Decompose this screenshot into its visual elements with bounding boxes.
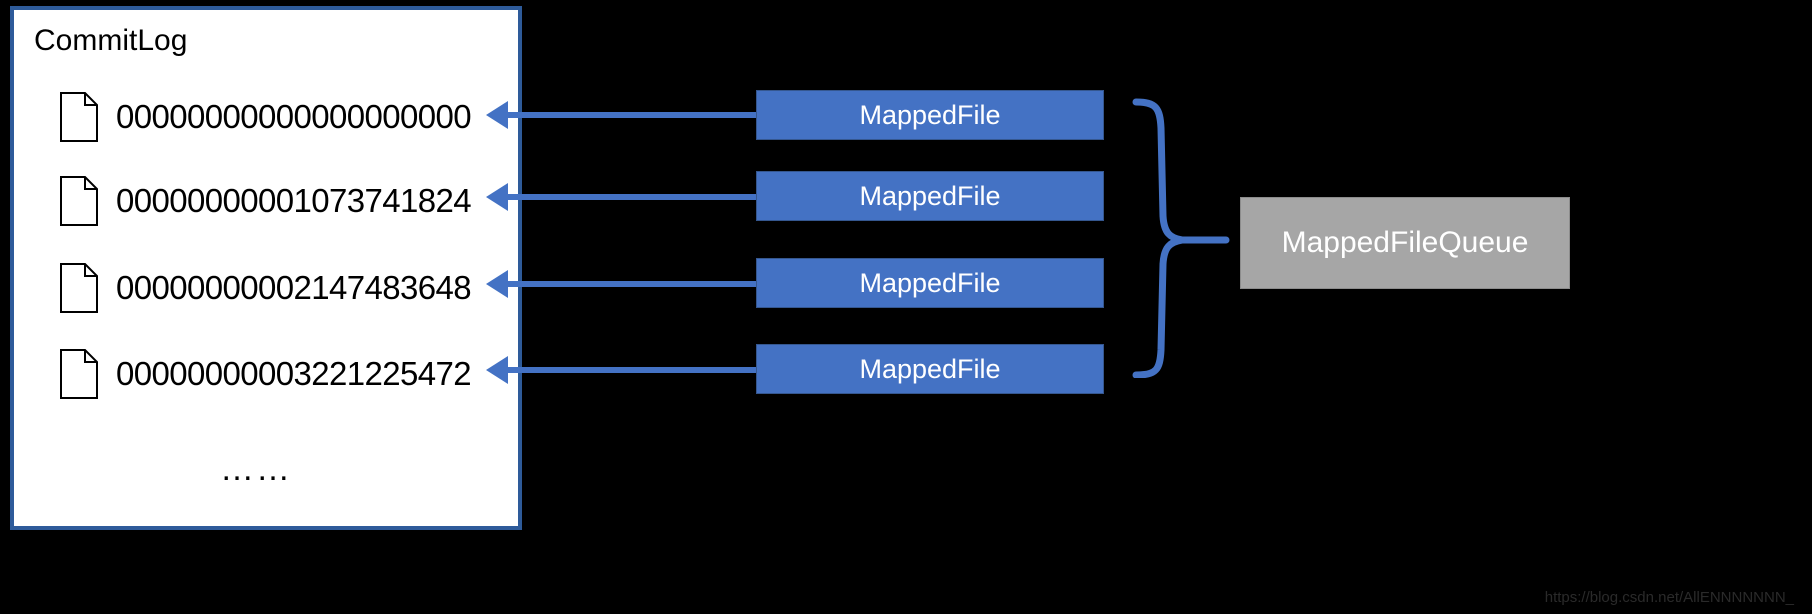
commitlog-panel: CommitLog 00000000000000000000 000000000… (10, 6, 522, 530)
file-icon (60, 263, 98, 313)
grouping-brace (1132, 98, 1230, 378)
commitlog-file-row: 00000000001073741824 (60, 172, 472, 230)
mapped-file-queue-box[interactable]: MappedFileQueue (1240, 197, 1570, 289)
mapped-file-box[interactable]: MappedFile (756, 344, 1104, 394)
watermark-text: https://blog.csdn.net/AllENNNNNNN_ (1544, 589, 1794, 606)
commitlog-title: CommitLog (34, 24, 188, 57)
arrow-head-4 (486, 356, 508, 384)
file-icon (60, 176, 98, 226)
mapped-file-box[interactable]: MappedFile (756, 258, 1104, 308)
commitlog-file-name: 00000000000000000000 (116, 98, 472, 135)
arrow-head-1 (486, 101, 508, 129)
file-icon (60, 349, 98, 399)
commitlog-file-name: 00000000001073741824 (116, 182, 472, 219)
commitlog-file-row: 00000000002147483648 (60, 259, 472, 317)
arrow-head-2 (486, 183, 508, 211)
commitlog-file-row: 00000000000000000000 (60, 88, 472, 146)
commitlog-file-name: 00000000003221225472 (116, 355, 472, 392)
commitlog-file-row: 00000000003221225472 (60, 345, 472, 403)
mapped-file-box[interactable]: MappedFile (756, 90, 1104, 140)
arrow-line-3 (508, 281, 758, 287)
commitlog-file-name: 00000000002147483648 (116, 269, 472, 306)
file-icon (60, 92, 98, 142)
arrow-line-1 (508, 112, 758, 118)
arrow-head-3 (486, 270, 508, 298)
arrow-line-4 (508, 367, 758, 373)
mapped-file-box[interactable]: MappedFile (756, 171, 1104, 221)
commitlog-ellipsis: …… (220, 450, 292, 488)
arrow-line-2 (508, 194, 758, 200)
